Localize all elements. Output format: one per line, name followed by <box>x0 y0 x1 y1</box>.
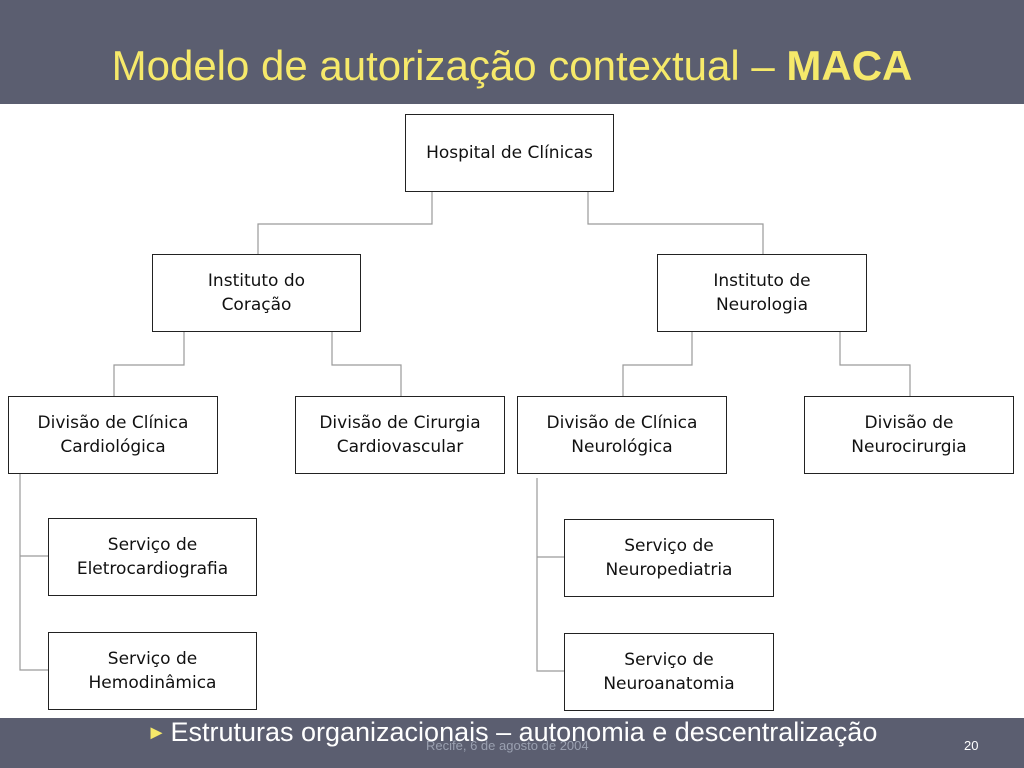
footer-bar <box>0 718 1024 768</box>
title-bar <box>0 0 1024 104</box>
org-node-hospital: Hospital de Clínicas <box>405 114 614 192</box>
slide-title: Modelo de autorização contextual – MACA <box>0 36 1024 96</box>
connector-neurologia-clinica <box>622 332 693 396</box>
org-node-instituto-neurologia: Instituto de Neurologia <box>657 254 867 332</box>
page-number: 20 <box>964 738 979 753</box>
connector-neuro-services <box>536 478 564 672</box>
connector-coracao-clinica <box>113 332 185 396</box>
connector-cardio-services <box>19 474 48 671</box>
bullet-text: Estruturas organizacionais – autonomia e… <box>170 717 878 747</box>
org-node-div-clinica-cardiologica: Divisão de Clínica Cardiológica <box>8 396 218 474</box>
org-node-serv-neuroanatomia: Serviço de Neuroanatomia <box>564 633 774 711</box>
org-node-div-cirurgia-cardiovascular: Divisão de Cirurgia Cardiovascular <box>295 396 505 474</box>
org-node-instituto-coracao: Instituto do Coração <box>152 254 361 332</box>
footer-date: Recife, 6 de agosto de 2004 <box>426 738 589 753</box>
connector-coracao-cirurgia <box>331 332 402 396</box>
bullet-arrow-icon: ► <box>146 722 167 744</box>
slide-title-bold: MACA <box>786 42 913 89</box>
org-node-div-neurocirurgia: Divisão de Neurocirurgia <box>804 396 1014 474</box>
org-node-serv-hemodinamica: Serviço de Hemodinâmica <box>48 632 257 710</box>
connector-neurologia-neurocirurgia <box>839 332 911 396</box>
connector-root-neurologia <box>587 192 764 254</box>
bullet-point: ►Estruturas organizacionais – autonomia … <box>0 714 1024 751</box>
org-node-div-clinica-neurologica: Divisão de Clínica Neurológica <box>517 396 727 474</box>
slide-title-main: Modelo de autorização contextual – <box>111 42 787 89</box>
org-node-serv-eletrocardiografia: Serviço de Eletrocardiografia <box>48 518 257 596</box>
connector-root-coracao <box>257 192 433 254</box>
org-node-serv-neuropediatria: Serviço de Neuropediatria <box>564 519 774 597</box>
